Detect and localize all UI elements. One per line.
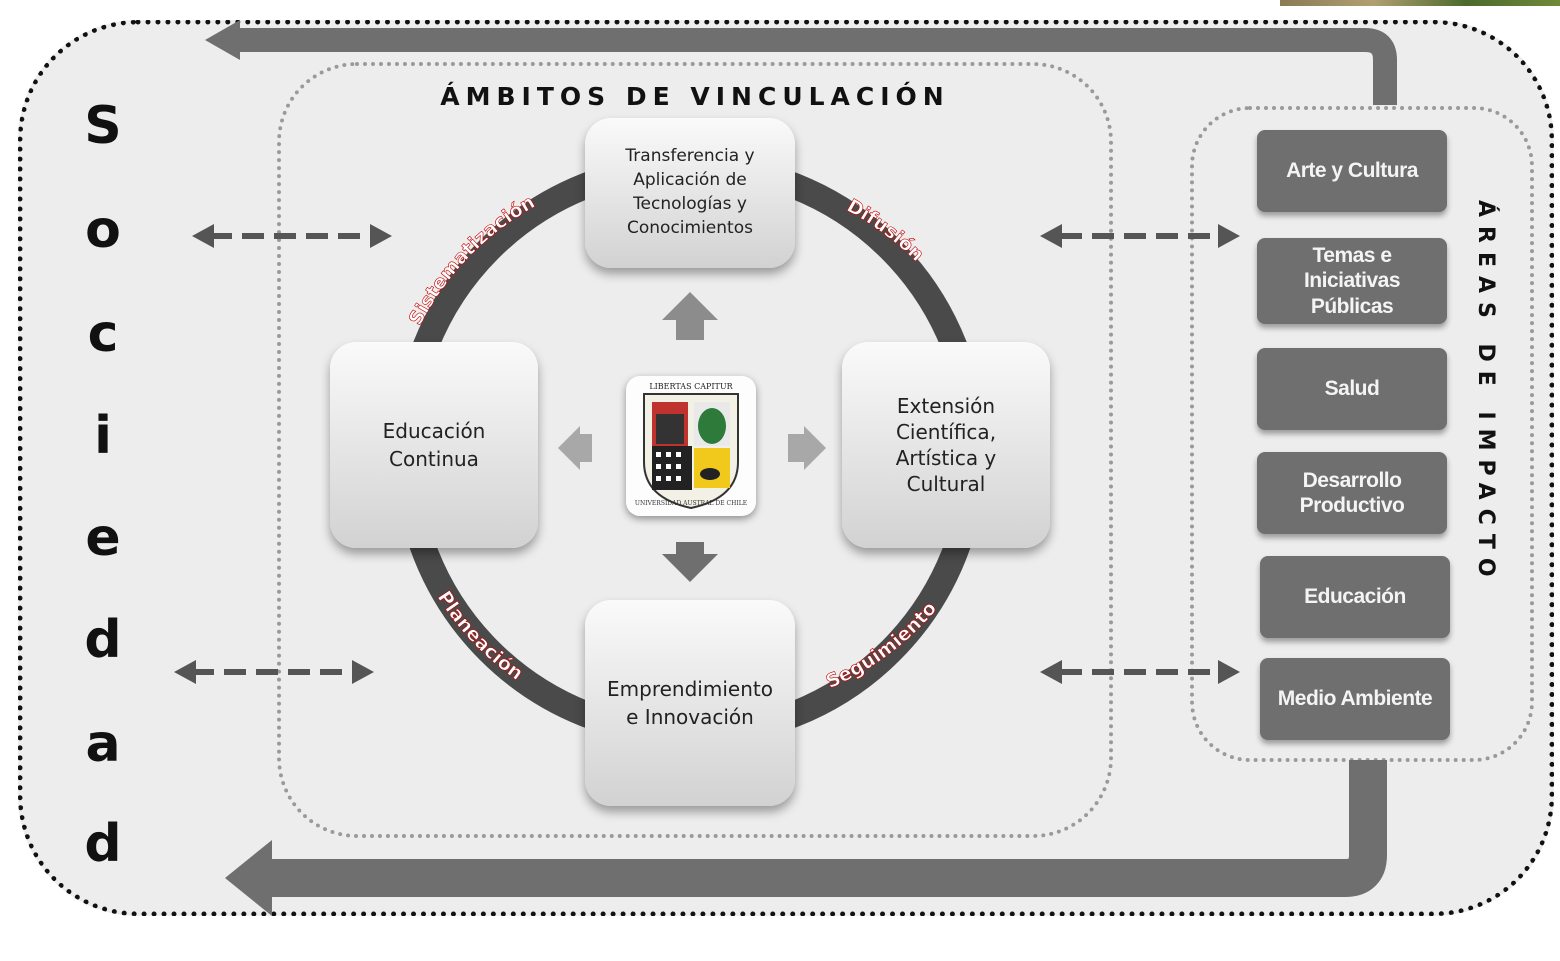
cycle-label-seguimiento: Seguimiento bbox=[823, 598, 941, 694]
box-transferencia: Transferencia y Aplicación de Tecnología… bbox=[585, 118, 795, 268]
dashed-arrowhead bbox=[1040, 660, 1062, 684]
impact-line: Educación bbox=[1304, 585, 1406, 609]
impact-area-salud: Salud bbox=[1257, 348, 1447, 430]
sociedad-letter: d bbox=[84, 814, 122, 874]
sociedad-letter: i bbox=[94, 406, 112, 466]
feedback-arrow-top bbox=[240, 28, 1397, 105]
dashed-arrowhead bbox=[192, 224, 214, 248]
box-emprendimiento: Emprendimiento e Innovación bbox=[585, 600, 795, 806]
ambitos-title: ÁMBITOS DE VINCULACIÓN bbox=[440, 82, 950, 111]
sociedad-letter: d bbox=[84, 610, 122, 670]
box-educacion-continua: Educación Continua bbox=[330, 342, 538, 548]
impact-line: Temas e bbox=[1312, 244, 1393, 268]
dashed-arrowhead bbox=[352, 660, 374, 684]
dashed-arrowhead bbox=[1218, 660, 1240, 684]
dashed-arrowhead bbox=[370, 224, 392, 248]
impact-area-medio-ambiente: Medio Ambiente bbox=[1260, 658, 1450, 740]
impact-areas-title: ÁREAS DE IMPACTO bbox=[1468, 200, 1502, 660]
feedback-arrow-bottom bbox=[270, 760, 1387, 897]
box-extension: Extensión Científica, Artística y Cultur… bbox=[842, 342, 1050, 548]
sociedad-letter: e bbox=[85, 508, 121, 568]
box-line: Educación bbox=[382, 419, 486, 443]
seal-ring-text: UNIVERSIDAD AUSTRAL DE CHILE bbox=[634, 500, 748, 507]
box-line: Artística y bbox=[895, 446, 997, 470]
arrow-up bbox=[662, 292, 718, 340]
box-line: Aplicación de bbox=[633, 170, 747, 191]
photo-fragment bbox=[1280, 0, 1560, 6]
impact-area-temas-iniciativas: Temas e Iniciativas Públicas bbox=[1257, 238, 1447, 324]
impact-area-desarrollo: Desarrollo Productivo bbox=[1257, 452, 1447, 534]
sociedad-letter: c bbox=[87, 304, 119, 364]
impact-line: Desarrollo bbox=[1302, 468, 1402, 492]
impact-area-arte-cultura: Arte y Cultura bbox=[1257, 130, 1447, 212]
feedback-arrowhead-top bbox=[205, 20, 240, 60]
seal-emblem-icon bbox=[643, 393, 739, 510]
seal-motto: LIBERTAS CAPITUR bbox=[649, 382, 733, 391]
impact-area-educacion: Educación bbox=[1260, 556, 1450, 638]
box-line: Continua bbox=[389, 447, 479, 471]
sociedad-letter: a bbox=[85, 714, 121, 774]
box-line: Científica, bbox=[895, 420, 997, 444]
dashed-arrowhead bbox=[1218, 224, 1240, 248]
arrow-right bbox=[788, 426, 826, 470]
sociedad-letter: o bbox=[85, 200, 121, 260]
impact-line: Productivo bbox=[1299, 494, 1405, 517]
box-line: Extensión bbox=[896, 394, 996, 418]
arrow-left bbox=[558, 426, 592, 470]
cycle-label-sistematizacion: Sistematización bbox=[405, 191, 539, 329]
impact-line: Iniciativas bbox=[1303, 269, 1401, 293]
ambitos-frame bbox=[277, 62, 1113, 838]
feedback-arrowhead-bottom bbox=[225, 840, 272, 916]
box-line: Cultural bbox=[906, 472, 986, 496]
box-line: Conocimientos bbox=[627, 217, 753, 238]
box-line: Emprendimiento bbox=[607, 677, 773, 701]
dashed-arrowhead bbox=[174, 660, 196, 684]
box-line: e Innovación bbox=[626, 705, 754, 729]
impact-line: Públicas bbox=[1310, 294, 1394, 318]
box-line: Transferencia y bbox=[625, 146, 755, 167]
impact-line: Salud bbox=[1324, 377, 1380, 401]
box-line: Tecnologías y bbox=[633, 194, 747, 214]
impact-line: Medio Ambiente bbox=[1277, 687, 1433, 711]
dashed-arrowhead bbox=[1040, 224, 1062, 248]
impact-line: Arte y Cultura bbox=[1286, 159, 1418, 183]
arrow-down bbox=[662, 542, 718, 582]
sociedad-letter: S bbox=[84, 96, 122, 156]
impact-areas-title-text: ÁREAS DE IMPACTO bbox=[1473, 200, 1498, 586]
cycle-label-planeacion: Planeación bbox=[433, 587, 527, 685]
university-seal: LIBERTAS CAPITUR UNIVERSIDAD AUSTRAL DE … bbox=[626, 376, 756, 516]
